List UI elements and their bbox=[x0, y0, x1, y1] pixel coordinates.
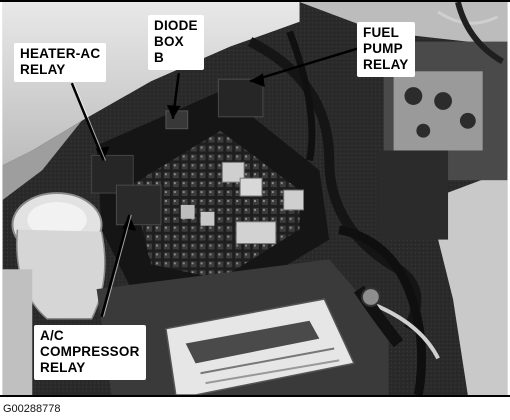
callout-line: RELAY bbox=[20, 62, 66, 77]
ac-compressor-relay bbox=[115, 184, 162, 226]
callout-diode-box-b: DIODE BOX B bbox=[148, 15, 204, 70]
diode-box bbox=[165, 110, 189, 130]
callout-line: FUEL bbox=[363, 25, 400, 40]
body-panel bbox=[2, 2, 300, 166]
callout-line: RELAY bbox=[363, 57, 409, 72]
fuel-pump-relay bbox=[217, 78, 264, 118]
callout-ac-compressor-relay: A/C COMPRESSOR RELAY bbox=[34, 325, 146, 380]
callout-line: PUMP bbox=[363, 41, 403, 56]
callout-line: DIODE bbox=[154, 18, 198, 33]
figure-id: G00288778 bbox=[3, 403, 61, 415]
callout-fuel-pump-relay: FUEL PUMP RELAY bbox=[357, 22, 415, 77]
callout-heater-ac-relay: HEATER-AC RELAY bbox=[14, 43, 107, 82]
engine-bay-photo bbox=[0, 0, 510, 397]
callout-line: RELAY bbox=[40, 360, 86, 375]
callout-line: B bbox=[154, 50, 164, 65]
callout-line: HEATER-AC bbox=[20, 46, 101, 61]
callout-line: COMPRESSOR bbox=[40, 344, 140, 359]
callout-line: BOX bbox=[154, 34, 184, 49]
callout-line: A/C bbox=[40, 328, 64, 343]
